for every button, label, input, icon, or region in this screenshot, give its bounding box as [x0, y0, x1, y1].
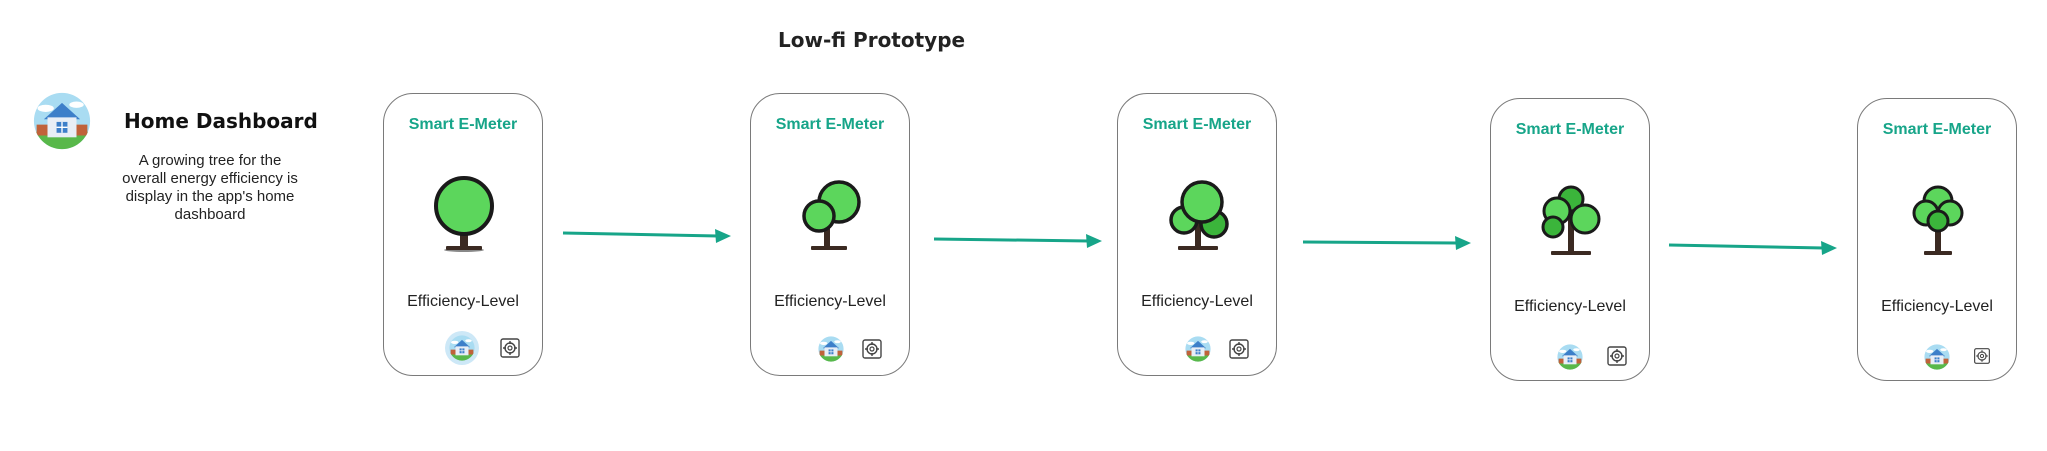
- home-icon[interactable]: [1557, 344, 1583, 370]
- efficiency-level-label: Efficiency-Level: [774, 293, 886, 310]
- app-title: Smart E-Meter: [1142, 116, 1252, 133]
- phone-screen-4: Smart E-Meter Efficiency-Level: [1490, 98, 1650, 381]
- app-title: Smart E-Meter: [1515, 121, 1625, 138]
- page-title: Low-fi Prototype: [778, 28, 966, 52]
- settings-gear-icon[interactable]: [499, 337, 521, 359]
- phone-screen-1: Smart E-Meter Efficiency-Level: [383, 93, 543, 376]
- efficiency-level-label: Efficiency-Level: [1141, 293, 1253, 310]
- arrow-right-icon: [562, 229, 731, 243]
- tree-icon: [434, 176, 494, 252]
- arrow-right-icon: [1302, 236, 1471, 250]
- arrow-right-icon: [1668, 241, 1837, 255]
- phone-screen-3: Smart E-Meter Efficiency-Level: [1117, 93, 1277, 376]
- settings-gear-icon[interactable]: [1973, 347, 1991, 365]
- tree-icon: [802, 180, 861, 250]
- settings-gear-icon[interactable]: [1606, 345, 1628, 367]
- home-app-icon: [33, 92, 91, 150]
- home-icon[interactable]: [1185, 336, 1211, 362]
- dashboard-description: A growing tree for the overall energy ef…: [122, 152, 298, 223]
- dashboard-title: Home Dashboard: [124, 109, 318, 133]
- efficiency-level-label: Efficiency-Level: [1881, 298, 1993, 315]
- tree-icon: [1912, 185, 1964, 255]
- settings-gear-icon[interactable]: [1228, 338, 1250, 360]
- tree-icon: [1169, 180, 1229, 250]
- efficiency-level-label: Efficiency-Level: [1514, 298, 1626, 315]
- phone-screen-2: Smart E-Meter Efficiency-Level: [750, 93, 910, 376]
- home-icon[interactable]: [1924, 344, 1950, 370]
- settings-gear-icon[interactable]: [861, 338, 883, 360]
- home-icon[interactable]: [449, 335, 475, 361]
- efficiency-level-label: Efficiency-Level: [407, 293, 519, 310]
- home-icon[interactable]: [818, 336, 844, 362]
- app-title: Smart E-Meter: [1882, 121, 1992, 138]
- phone-screen-5: Smart E-Meter Efficiency-Level: [1857, 98, 2017, 381]
- arrow-right-icon: [933, 234, 1102, 248]
- app-title: Smart E-Meter: [408, 116, 518, 133]
- app-title: Smart E-Meter: [775, 116, 885, 133]
- tree-icon: [1541, 185, 1601, 255]
